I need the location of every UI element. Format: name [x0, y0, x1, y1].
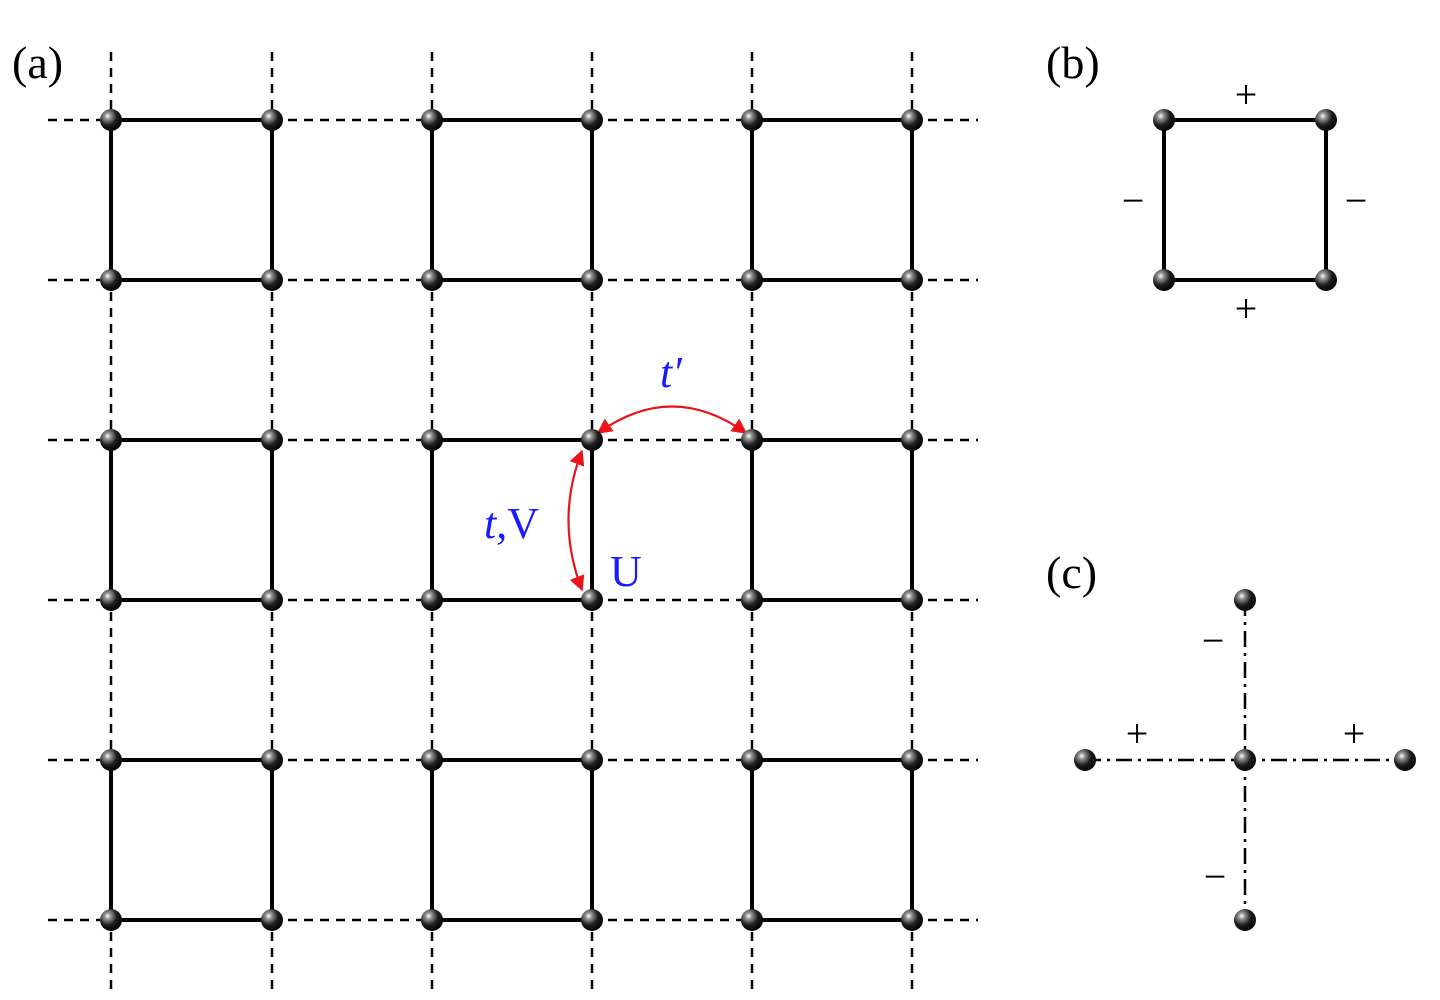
sign-left: −: [1122, 178, 1145, 223]
lattice-site: [100, 909, 122, 931]
panel-b-label: (b): [1046, 37, 1100, 88]
lattice-site: [261, 589, 283, 611]
panel-a-label: (a): [12, 37, 63, 88]
lattice-site: [261, 269, 283, 291]
plaquette: [109, 758, 274, 922]
lattice-site: [741, 749, 763, 771]
t-prime-label: t′: [660, 348, 683, 397]
lattice-site: [421, 269, 443, 291]
sign-top: +: [1235, 72, 1258, 117]
cross-site: [1234, 909, 1256, 931]
t-v-arrow: [567, 449, 585, 592]
lattice-site: [581, 429, 603, 451]
plaquette-site: [1153, 109, 1175, 131]
sign-right: −: [1345, 178, 1368, 223]
lattice-site: [261, 909, 283, 931]
lattice-site: [261, 429, 283, 451]
lattice-site: [741, 589, 763, 611]
plaquette: [430, 758, 594, 922]
lattice-site: [100, 429, 122, 451]
lattice-site: [581, 589, 603, 611]
lattice-site: [901, 269, 923, 291]
lattice-site: [421, 589, 443, 611]
lattice-site: [261, 109, 283, 131]
plaquette-square: [1162, 118, 1328, 282]
sign-up: −: [1202, 618, 1225, 663]
plaquette: [430, 118, 594, 282]
plaquette: [430, 438, 594, 602]
plaquette-site: [1315, 269, 1337, 291]
t-v-label: t,V: [484, 499, 539, 548]
lattice-site: [421, 109, 443, 131]
lattice-site: [901, 749, 923, 771]
cross-site: [1394, 749, 1416, 771]
plaquette: [109, 438, 274, 602]
sign-left: +: [1126, 711, 1149, 756]
lattice-site: [581, 109, 603, 131]
plaquette: [750, 758, 914, 922]
v-label: ,V: [496, 499, 539, 548]
lattice-site: [581, 749, 603, 771]
lattice-site: [100, 589, 122, 611]
t-label: t: [484, 499, 498, 548]
lattice-site: [741, 909, 763, 931]
lattice-site: [581, 909, 603, 931]
cross-site: [1234, 589, 1256, 611]
panel-a-square-lattice: (a) t′ t,V U: [12, 37, 978, 990]
lattice-site: [100, 109, 122, 131]
lattice-site: [741, 109, 763, 131]
plaquette: [750, 118, 914, 282]
cross-site: [1074, 749, 1096, 771]
cross-sites: [1074, 589, 1416, 931]
plaquette-solid-bonds: [109, 118, 914, 922]
plaquette-site: [1153, 269, 1175, 291]
lattice-site: [421, 749, 443, 771]
lattice-site: [901, 109, 923, 131]
sign-bottom: +: [1235, 286, 1258, 331]
panel-c-label: (c): [1046, 547, 1097, 598]
lattice-site: [100, 749, 122, 771]
lattice-site: [421, 909, 443, 931]
lattice-site: [261, 749, 283, 771]
panel-b-plaquette-sign: (b) + + − −: [1046, 37, 1367, 331]
plaquette-site: [1315, 109, 1337, 131]
t-prime-arrow: [596, 405, 748, 434]
lattice-sites: [100, 109, 923, 931]
plaquette: [750, 438, 914, 602]
lattice-site: [100, 269, 122, 291]
lattice-site: [901, 909, 923, 931]
sign-down: −: [1204, 854, 1227, 899]
hopping-arrows: [567, 405, 748, 592]
lattice-site: [421, 429, 443, 451]
lattice-site: [741, 269, 763, 291]
plaquette-sites: [1153, 109, 1337, 291]
plaquette: [109, 118, 274, 282]
u-label: U: [610, 547, 642, 596]
sign-right: +: [1343, 711, 1366, 756]
cross-site: [1234, 749, 1256, 771]
lattice-site: [901, 589, 923, 611]
panel-c-cross-sign: (c) − − + +: [1046, 547, 1416, 931]
lattice-site: [901, 429, 923, 451]
lattice-site: [741, 429, 763, 451]
lattice-site: [581, 269, 603, 291]
